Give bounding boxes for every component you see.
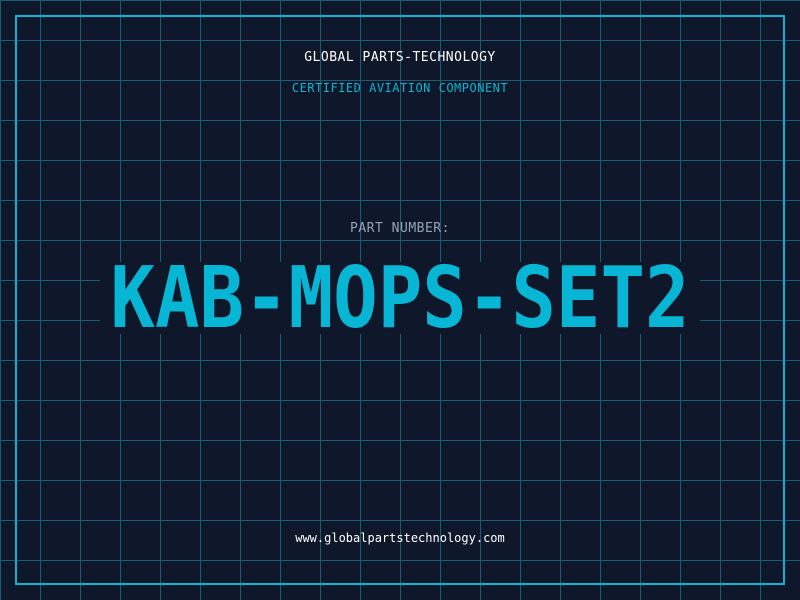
border-frame (15, 15, 785, 585)
part-number: KAB-MOPS-SET2 (110, 248, 690, 348)
part-number-backdrop (100, 262, 700, 334)
company-name: GLOBAL PARTS-TECHNOLOGY (304, 50, 496, 65)
website-url: www.globalpartstechnology.com (295, 531, 505, 545)
part-number-label: PART NUMBER: (350, 221, 450, 236)
certification-subtitle: CERTIFIED AVIATION COMPONENT (291, 81, 509, 95)
